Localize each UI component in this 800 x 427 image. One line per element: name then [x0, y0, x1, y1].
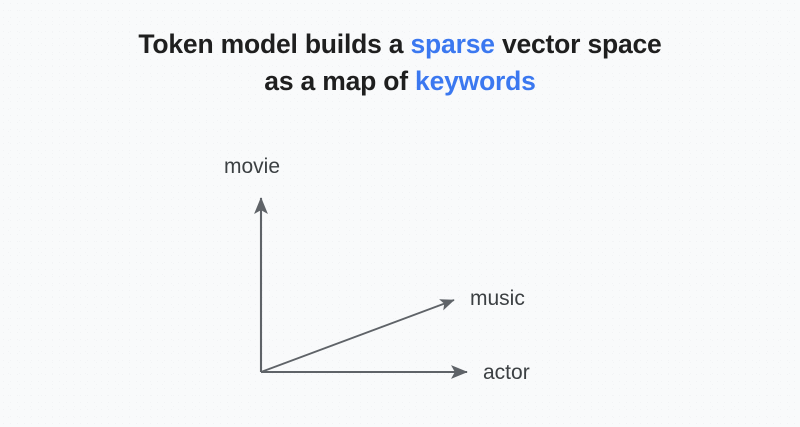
- title-highlight-sparse: sparse: [410, 29, 495, 59]
- page-title: Token model builds a sparse vector space…: [0, 26, 800, 100]
- title-line-2: as a map of keywords: [0, 63, 800, 100]
- axis-label-movie: movie: [224, 155, 281, 178]
- title-line-1: Token model builds a sparse vector space: [0, 26, 800, 63]
- axis-label-actor: actor: [483, 361, 530, 384]
- vector-space-diagram: movie music actor: [180, 140, 600, 400]
- music-vector-line: [260, 299, 455, 373]
- title-line-2-before: as a map of: [264, 66, 416, 96]
- title-highlight-keywords: keywords: [415, 66, 536, 96]
- title-line-1-before: Token model builds a: [138, 29, 411, 59]
- axes-svg: [254, 197, 468, 379]
- title-line-1-after: vector space: [494, 29, 662, 59]
- axis-label-music: music: [470, 287, 525, 310]
